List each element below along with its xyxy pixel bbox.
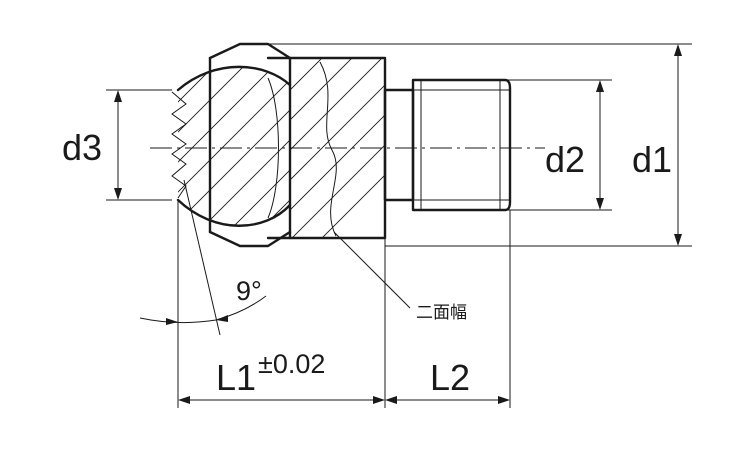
dimension-d1 bbox=[268, 43, 692, 247]
dimension-l2 bbox=[385, 210, 511, 408]
collar bbox=[208, 42, 385, 248]
ball-head bbox=[171, 65, 292, 227]
label-d2: d2 bbox=[545, 139, 585, 180]
label-l1: L1 bbox=[216, 357, 256, 398]
label-angle: 9° bbox=[236, 276, 262, 306]
callout-leader bbox=[333, 231, 411, 309]
label-l1-tolerance: ±0.02 bbox=[258, 349, 325, 379]
dimension-d2 bbox=[505, 79, 612, 211]
dimension-l1 bbox=[178, 238, 386, 408]
threaded-shank bbox=[411, 78, 512, 212]
label-d1: d1 bbox=[632, 139, 672, 180]
label-l2: L2 bbox=[430, 357, 470, 398]
neck bbox=[383, 88, 415, 202]
angle-dimension bbox=[139, 179, 267, 408]
label-callout: 二面幅 bbox=[416, 303, 467, 322]
label-d3: d3 bbox=[62, 127, 102, 168]
dimension-d3 bbox=[106, 89, 172, 201]
